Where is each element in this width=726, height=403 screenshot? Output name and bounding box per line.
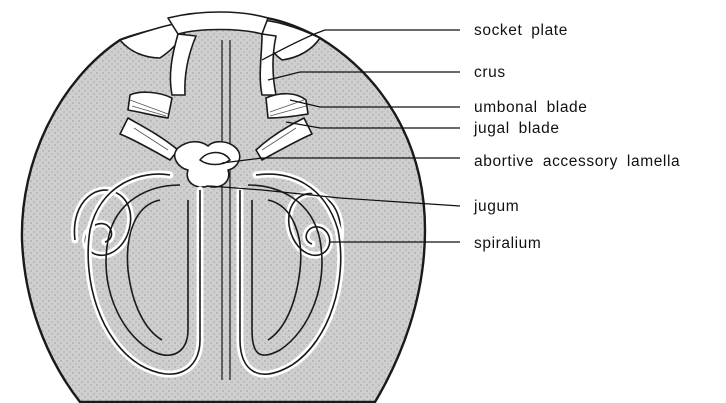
label-socket-plate: socket plate: [474, 22, 568, 39]
label-spiralium: spiralium: [474, 235, 541, 252]
label-abortive-accessory-lamella: abortive accessory lamella: [474, 153, 680, 170]
label-jugal-blade: jugal blade: [473, 120, 560, 137]
label-crus: crus: [474, 64, 506, 81]
crus-right: [260, 34, 276, 95]
label-jugum: jugum: [473, 198, 519, 215]
label-umbonal-blade: umbonal blade: [474, 99, 588, 116]
